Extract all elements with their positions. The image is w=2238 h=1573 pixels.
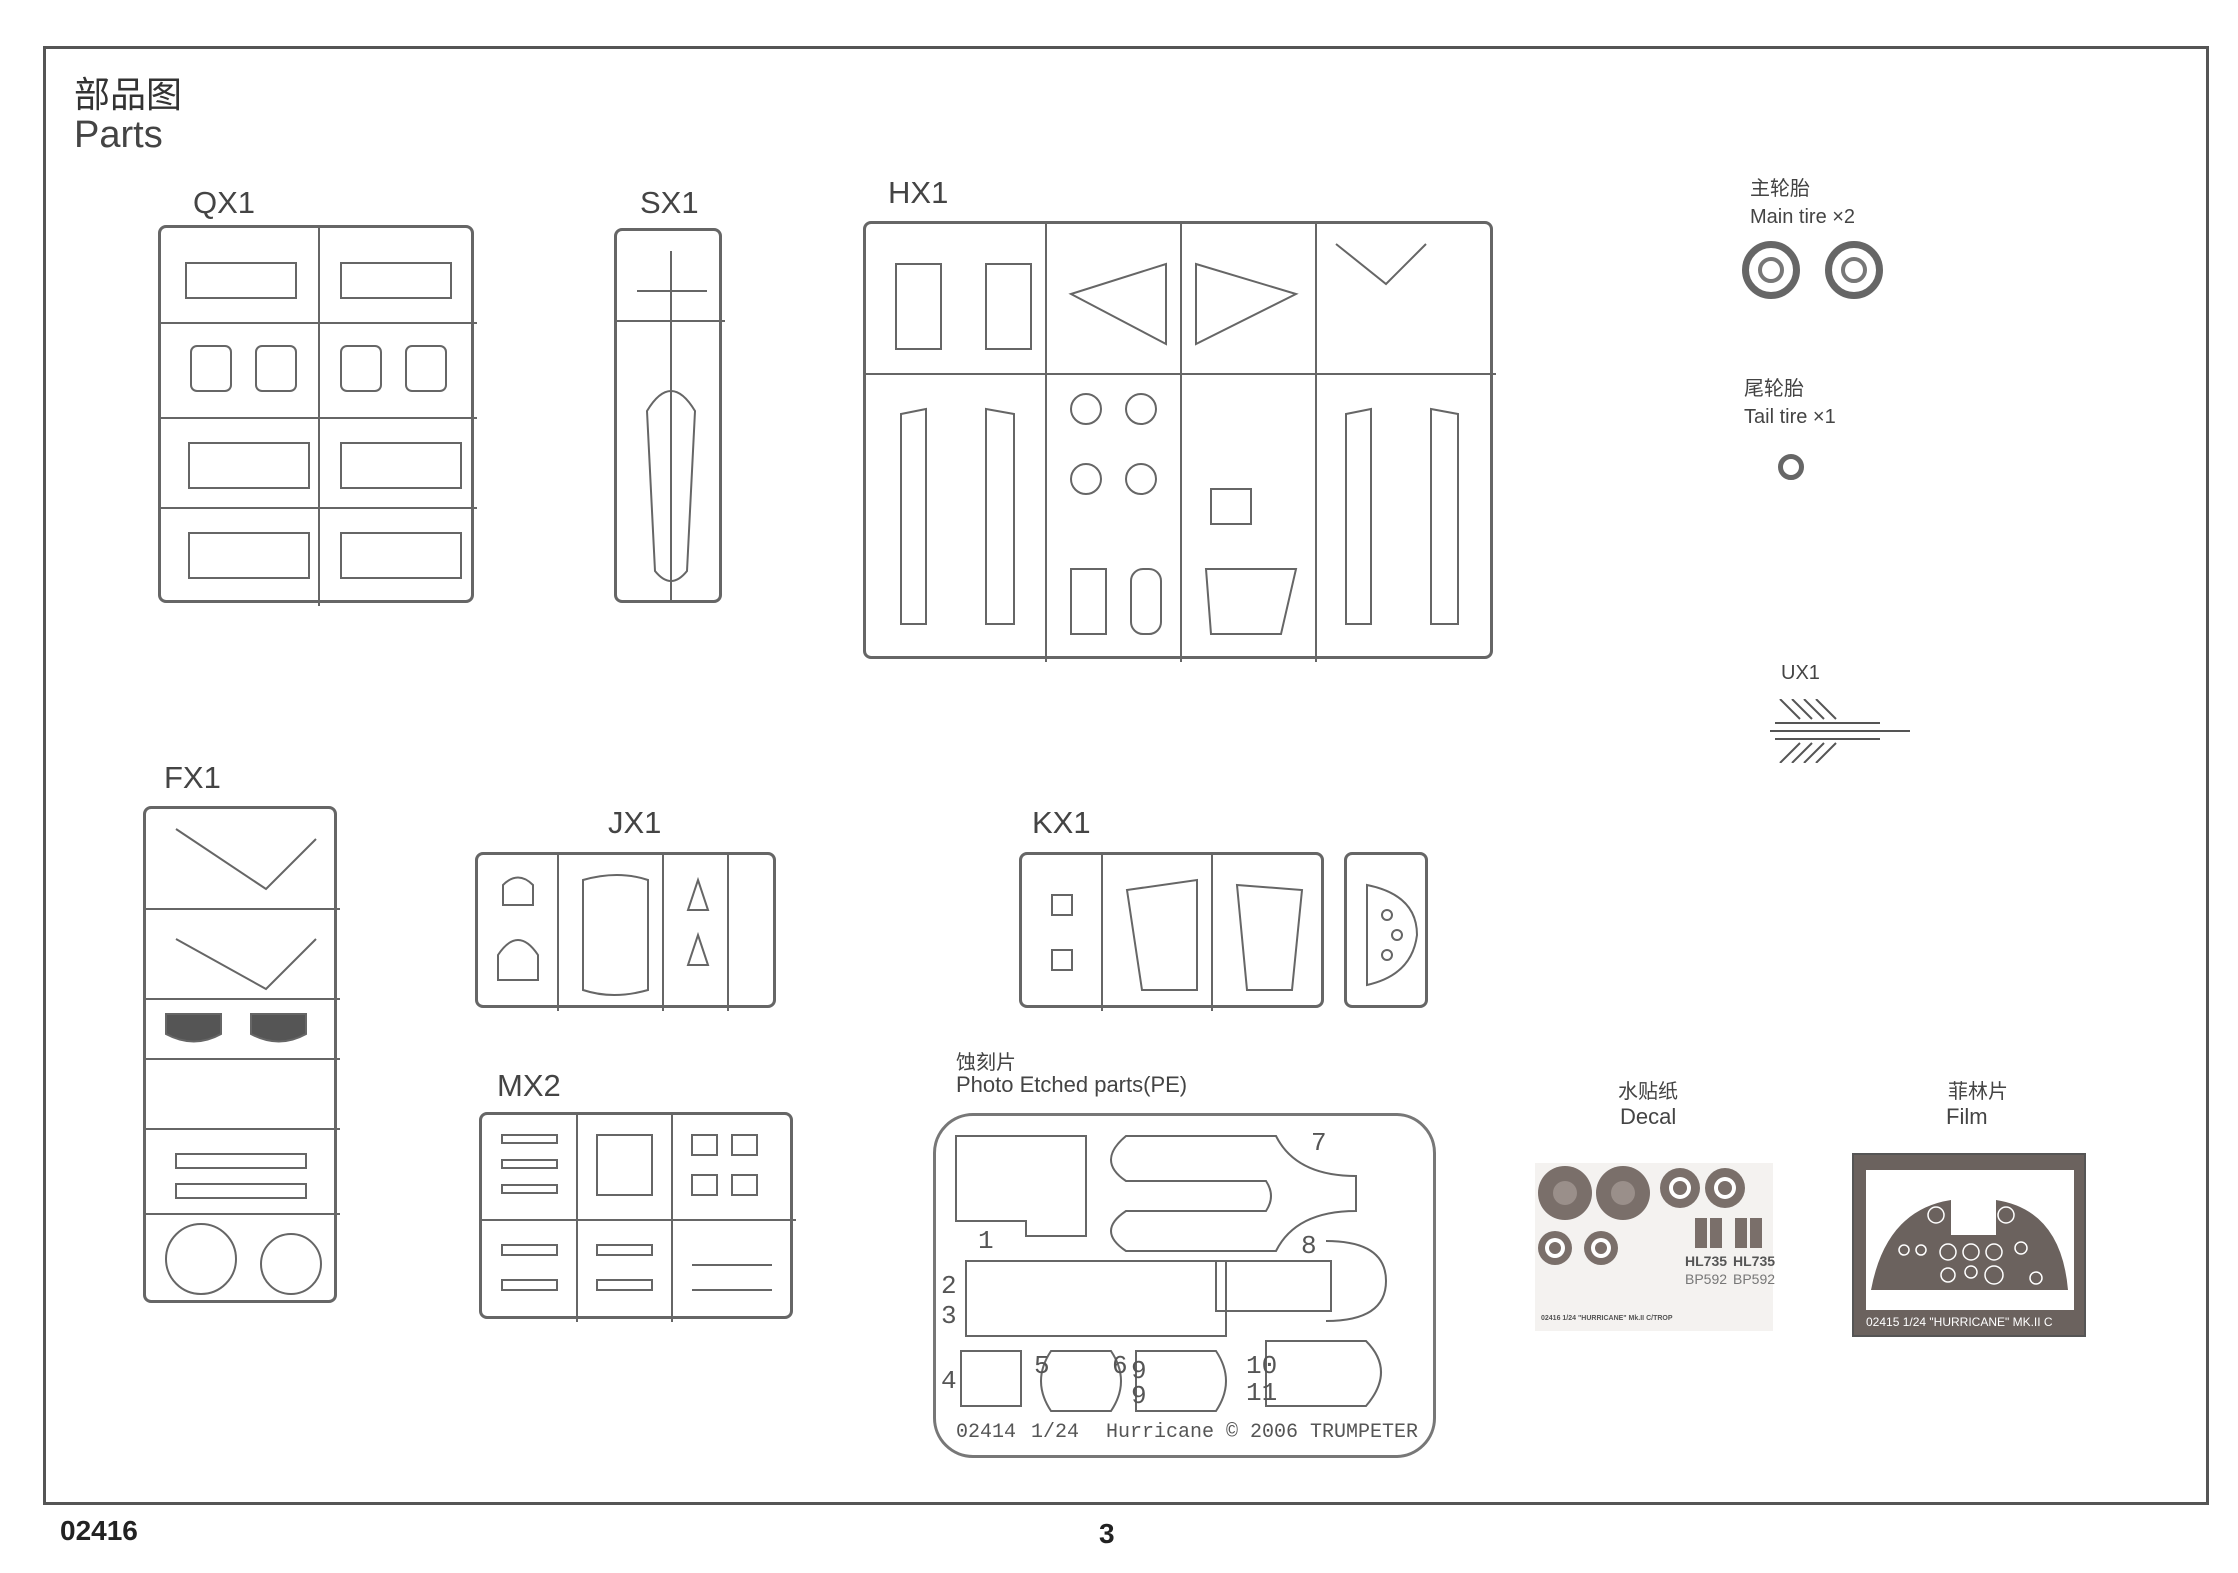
pe-part-number: 4 [941,1366,957,1396]
title-chinese: 部品图 [74,74,183,115]
decal-title: Decal [1620,1104,1677,1129]
sprue-label-ux1: UX1 [1781,662,1820,684]
film-caption: 02415 1/24 "HURRICANE" MK.II C [1866,1315,2053,1329]
pe-part-number: 6 [1112,1351,1128,1381]
page-border [43,46,2209,1505]
film-title-cn: 菲林片 [1948,1081,2008,1103]
sprue-label-hx1: HX1 [888,175,949,210]
main-tire-icon [1742,241,1800,299]
title-english: Parts [74,114,163,156]
pe-part-number: 2 [941,1271,957,1301]
main-tire-label: Main tire ×2 [1750,206,1856,228]
sprue-qx1 [158,225,477,606]
pe-name: Hurricane [1106,1421,1215,1444]
sprue-label-fx1: FX1 [164,760,221,795]
pe-title: Photo Etched parts(PE) [956,1072,1188,1097]
sprue-kx1 [1019,852,1324,1011]
pe-title-cn: 蚀刻片 [956,1052,1016,1074]
film-title: Film [1946,1104,1988,1129]
pe-part-number: 7 [1311,1128,1327,1158]
tail-tire-icon [1778,454,1804,480]
pe-part-number: 9 [1131,1381,1147,1411]
sprue-sx1 [614,228,725,603]
decal-caption: 02416 1/24 "HURRICANE" Mk.II C/TROP [1541,1315,1673,1322]
pe-part-number: 3 [941,1301,957,1331]
sprue-label-jx1: JX1 [608,805,662,840]
pe-code: 02414 [956,1421,1017,1444]
sprue-label-mx2: MX2 [497,1068,561,1103]
decal-sheet: HL735 HL735 BP592 BP592 02416 1/24 "HURR… [1535,1163,1776,1331]
pe-part-number: 8 [1301,1231,1317,1261]
pe-part-number: 11 [1246,1378,1278,1408]
decal-serial: BP592 [1733,1271,1776,1287]
film-sheet: 02415 1/24 "HURRICANE" MK.II C [1852,1153,2086,1337]
tail-tire-label: Tail tire ×1 [1744,406,1836,428]
sprue-label-kx1: KX1 [1032,805,1091,840]
decal-serial: BP592 [1685,1271,1728,1287]
pe-part-number: 9 [1131,1356,1147,1386]
decal-title-cn: 水贴纸 [1618,1081,1678,1103]
film-window [1866,1170,2074,1310]
pe-part-number: 10 [1246,1351,1278,1381]
sprue-label-sx1: SX1 [640,185,699,220]
sprue-mx2 [479,1112,796,1322]
sprue-kx1-panel [1344,852,1428,1008]
page-number: 3 [1099,1518,1115,1549]
sprue-jx1 [475,852,776,1011]
pe-scale: 1/24 [1031,1421,1080,1444]
decal-serial: HL735 [1685,1253,1728,1269]
main-tire-icon [1825,241,1883,299]
pe-fret: 1 2 3 4 5 6 7 8 9 9 10 11 02414 1/24 Hur… [933,1113,1436,1458]
pe-copyright: © 2006 TRUMPETER [1226,1421,1419,1444]
sprue-ux1 [1770,698,1910,764]
decal-serial: HL735 [1733,1253,1776,1269]
footer-kit-code: 02416 [60,1515,138,1546]
sprue-hx1 [863,221,1496,662]
pe-part-number: 5 [1034,1351,1050,1381]
pe-part-number: 1 [978,1226,994,1256]
tail-tire-cn: 尾轮胎 [1744,378,1804,400]
sprue-label-qx1: QX1 [193,185,256,220]
main-tire-cn: 主轮胎 [1750,178,1810,200]
sprue-fx1 [143,806,340,1303]
